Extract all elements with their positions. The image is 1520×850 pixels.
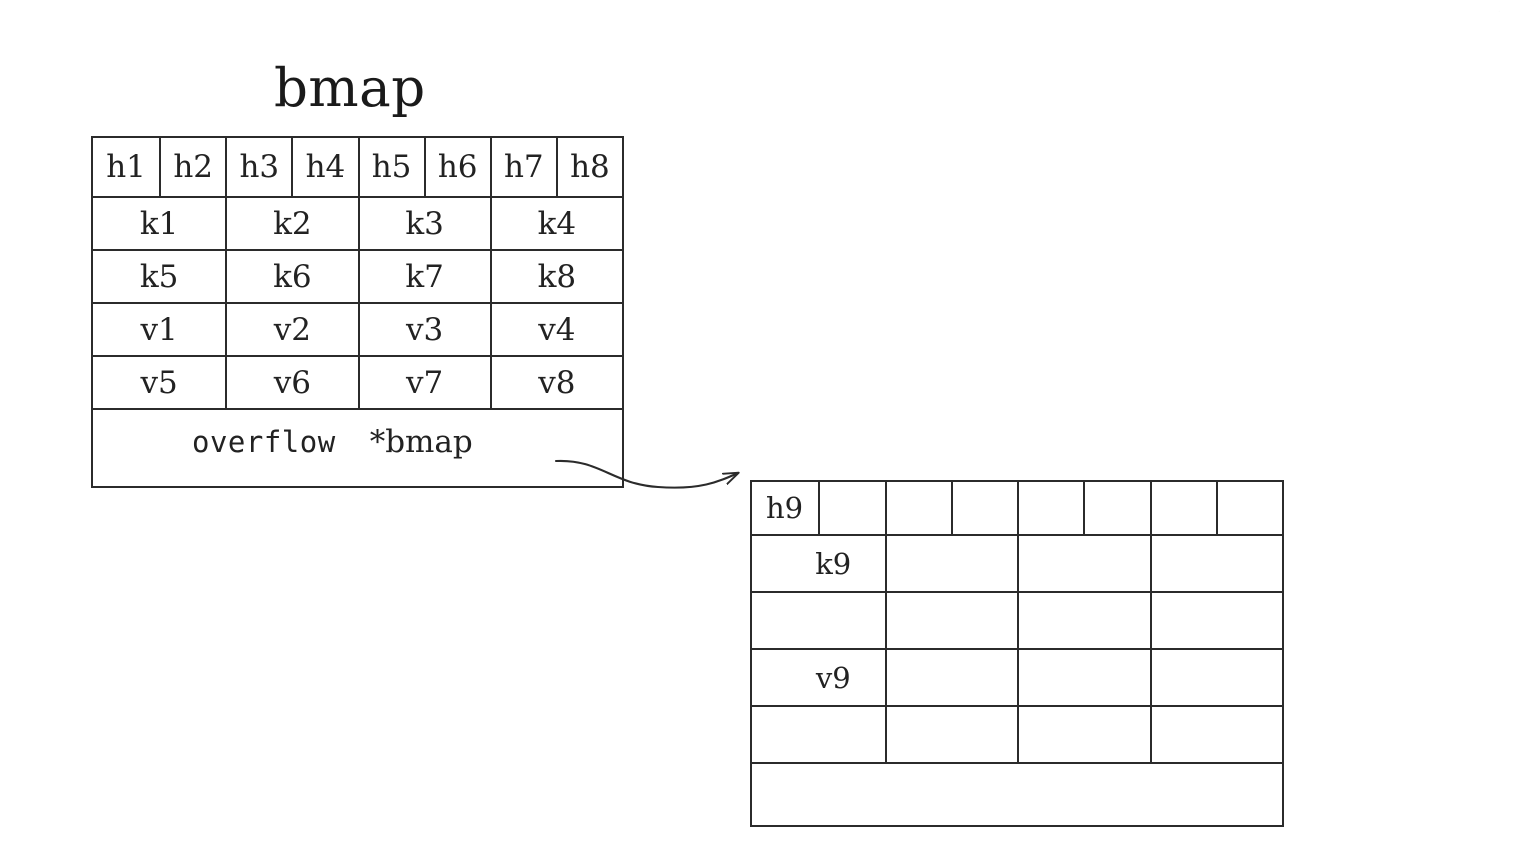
bmap-overflow-row: overflow *bmap xyxy=(93,408,622,474)
overflow-key-cell-0-2 xyxy=(1017,536,1150,591)
bmap-tophash-cell-7: h8 xyxy=(555,138,622,196)
bmap-tophash-cell-1: h2 xyxy=(159,138,225,196)
overflow-value-cell-1-0 xyxy=(752,707,885,762)
overflow-value-row-1 xyxy=(752,705,1282,762)
overflow-key-cell-0-3 xyxy=(1149,536,1283,591)
bmap-value-cell-1-1: v6 xyxy=(225,357,357,408)
bmap-key-row-0: k1 k2 k3 k4 xyxy=(93,196,622,249)
bmap-tophash-row: h1 h2 h3 h4 h5 h6 h7 h8 xyxy=(93,138,622,196)
bmap-tophash-cell-0: h1 xyxy=(106,149,146,185)
overflow-tophash-cell-5 xyxy=(1083,482,1149,534)
overflow-overflow-row xyxy=(752,762,1282,827)
overflow-tophash-cell-6 xyxy=(1149,482,1216,534)
bmap-value-row-1: v5 v6 v7 v8 xyxy=(93,355,622,408)
overflow-key-cell-1-0 xyxy=(752,593,885,648)
overflow-value-cell-1-1 xyxy=(884,707,1018,762)
bmap-key-cell-1-3: k8 xyxy=(489,251,622,302)
overflow-value-cell-1-3 xyxy=(1149,707,1283,762)
overflow-tophash-cell-2 xyxy=(884,482,951,534)
overflow-key-cell-1-1 xyxy=(884,593,1018,648)
bmap-value-cell-1-2: v7 xyxy=(357,357,490,408)
overflow-key-row-0: k9 xyxy=(752,534,1282,591)
overflow-key-row-1 xyxy=(752,591,1282,648)
overflow-tophash-cell-3 xyxy=(950,482,1017,534)
overflow-tophash-cell-0: h9 xyxy=(766,491,804,525)
overflow-key-cell-1-2 xyxy=(1017,593,1150,648)
bmap-key-cell-0-1: k2 xyxy=(225,198,357,249)
bmap-value-cell-1-3: v8 xyxy=(489,357,622,408)
bmap-key-cell-1-0: k5 xyxy=(139,258,179,295)
bmap-value-cell-0-2: v3 xyxy=(357,304,490,355)
overflow-pointer-arrow xyxy=(554,459,770,489)
overflow-value-cell-0-0: v9 xyxy=(815,660,851,695)
bmap-key-cell-0-3: k4 xyxy=(489,198,622,249)
overflow-bmap-struct: h9 k9 v9 xyxy=(750,480,1284,827)
overflow-key-cell-0-0: k9 xyxy=(815,546,852,581)
bmap-struct: h1 h2 h3 h4 h5 h6 h7 h8 k1 k2 k3 k4 k5 k… xyxy=(91,136,624,488)
overflow-tophash-row: h9 xyxy=(752,482,1282,534)
overflow-label: overflow xyxy=(192,425,336,459)
bmap-overflow-cell: overflow *bmap xyxy=(93,410,622,474)
bmap-key-cell-0-2: k3 xyxy=(357,198,490,249)
overflow-value-row-0: v9 xyxy=(752,648,1282,705)
bmap-tophash-cell-3: h4 xyxy=(291,138,357,196)
overflow-overflow-cell xyxy=(752,764,1282,827)
overflow-key-cell-0-1 xyxy=(884,536,1018,591)
overflow-value-cell-1-2 xyxy=(1017,707,1150,762)
bmap-value-row-0: v1 v2 v3 v4 xyxy=(93,302,622,355)
overflow-key-cell-1-3 xyxy=(1149,593,1283,648)
bmap-key-cell-0-0: k1 xyxy=(139,205,179,242)
bmap-tophash-cell-4: h5 xyxy=(357,138,424,196)
overflow-value-cell-0-1 xyxy=(884,650,1018,705)
page-title: bmap xyxy=(274,58,426,119)
overflow-pointer-type: *bmap xyxy=(369,424,473,460)
bmap-value-cell-0-1: v2 xyxy=(225,304,357,355)
overflow-tophash-cell-4 xyxy=(1017,482,1083,534)
bmap-key-cell-1-2: k7 xyxy=(357,251,490,302)
overflow-value-cell-0-3 xyxy=(1149,650,1283,705)
bmap-tophash-cell-2: h3 xyxy=(225,138,291,196)
bmap-key-cell-1-1: k6 xyxy=(225,251,357,302)
bmap-value-cell-0-0: v1 xyxy=(140,311,178,348)
overflow-tophash-cell-1 xyxy=(818,482,884,534)
overflow-value-cell-0-2 xyxy=(1017,650,1150,705)
bmap-key-row-1: k5 k6 k7 k8 xyxy=(93,249,622,302)
bmap-value-cell-1-0: v5 xyxy=(140,364,178,401)
bmap-value-cell-0-3: v4 xyxy=(489,304,622,355)
watermark-text: . xyxy=(1497,2,1502,15)
bmap-tophash-cell-5: h6 xyxy=(423,138,490,196)
overflow-tophash-cell-7 xyxy=(1215,482,1282,534)
bmap-tophash-cell-6: h7 xyxy=(489,138,556,196)
